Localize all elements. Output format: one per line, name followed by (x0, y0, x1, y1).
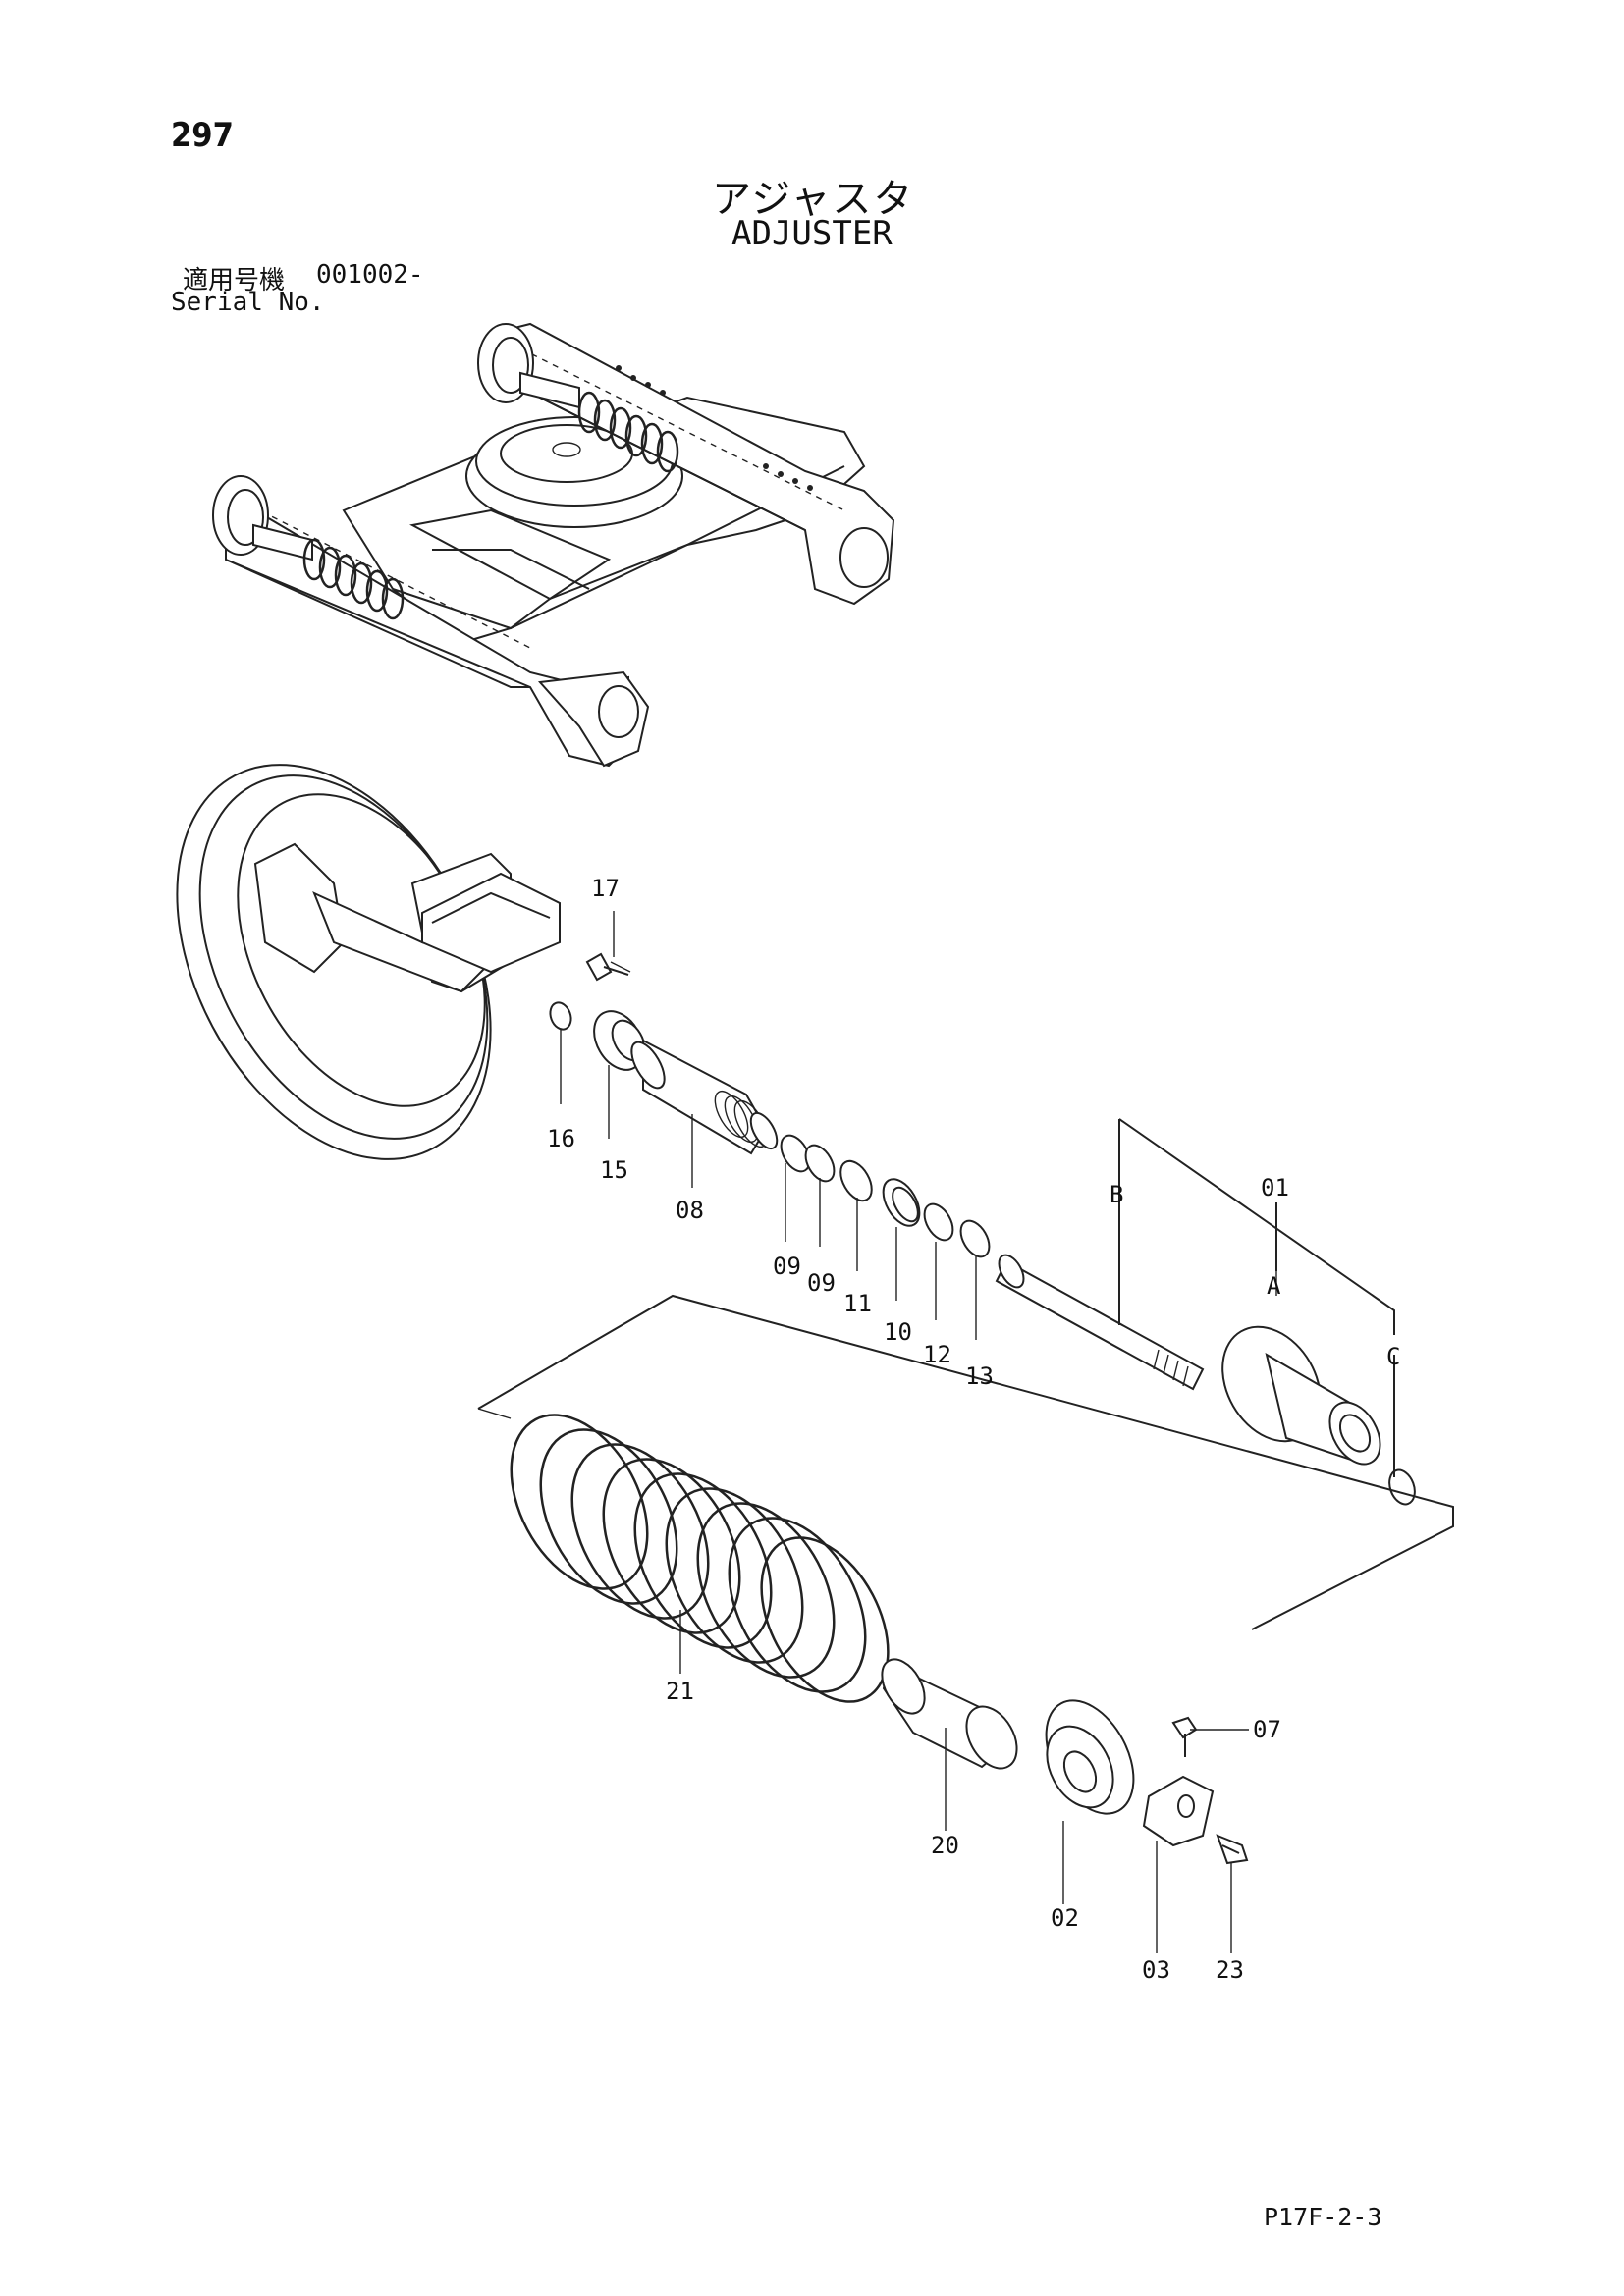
part-17-bolt (585, 952, 631, 982)
drawing-code: P17F-2-3 (1264, 2203, 1382, 2231)
idler-wheel-illustration (176, 764, 561, 1160)
serial-label-japanese: 適用号機 (183, 266, 286, 295)
callout-20: 20 (931, 1832, 959, 1859)
part-15-flange (593, 1010, 646, 1071)
callout-13: 13 (965, 1362, 994, 1390)
part-02-bracket (1045, 1699, 1135, 1815)
callout-02: 02 (1051, 1904, 1079, 1932)
callout-10: 10 (884, 1318, 912, 1346)
part-21-spring (510, 1414, 890, 1703)
part-03-block (1142, 1775, 1215, 1847)
title-japanese: アジャスタ (712, 177, 915, 222)
title-english: ADJUSTER (731, 214, 893, 253)
callout-17: 17 (591, 875, 620, 902)
callout-01: 01 (1261, 1174, 1289, 1201)
callout-16: 16 (547, 1125, 575, 1152)
part-07-bolt (1171, 1716, 1198, 1757)
serial-number-value: 001002- (316, 260, 424, 290)
callout-03: 03 (1142, 1956, 1170, 1984)
part-16-oring (549, 1001, 572, 1031)
callout-08: 08 (676, 1197, 704, 1224)
callout-B: B (1110, 1181, 1123, 1208)
part-C-oring (1388, 1468, 1416, 1506)
callout-11: 11 (843, 1290, 872, 1317)
callout-23: 23 (1216, 1956, 1244, 1984)
part-20-spacer (881, 1658, 1018, 1770)
callout-A: A (1267, 1272, 1281, 1300)
callout-09-b: 09 (807, 1269, 836, 1297)
callout-09-a: 09 (773, 1253, 801, 1280)
part-08-cylinder (630, 1039, 779, 1155)
serial-label-english: Serial No. (171, 288, 325, 317)
callout-15: 15 (600, 1156, 628, 1184)
track-frame-illustration (212, 322, 895, 768)
callout-C: C (1386, 1343, 1400, 1370)
callout-21: 21 (666, 1678, 694, 1705)
part-23-fitting (1216, 1834, 1249, 1865)
callout-07: 07 (1253, 1716, 1281, 1743)
part-01-piston-rod (995, 1254, 1381, 1466)
callout-12: 12 (923, 1341, 951, 1368)
seal-rings (780, 1134, 991, 1258)
page-number: 297 (171, 116, 234, 155)
